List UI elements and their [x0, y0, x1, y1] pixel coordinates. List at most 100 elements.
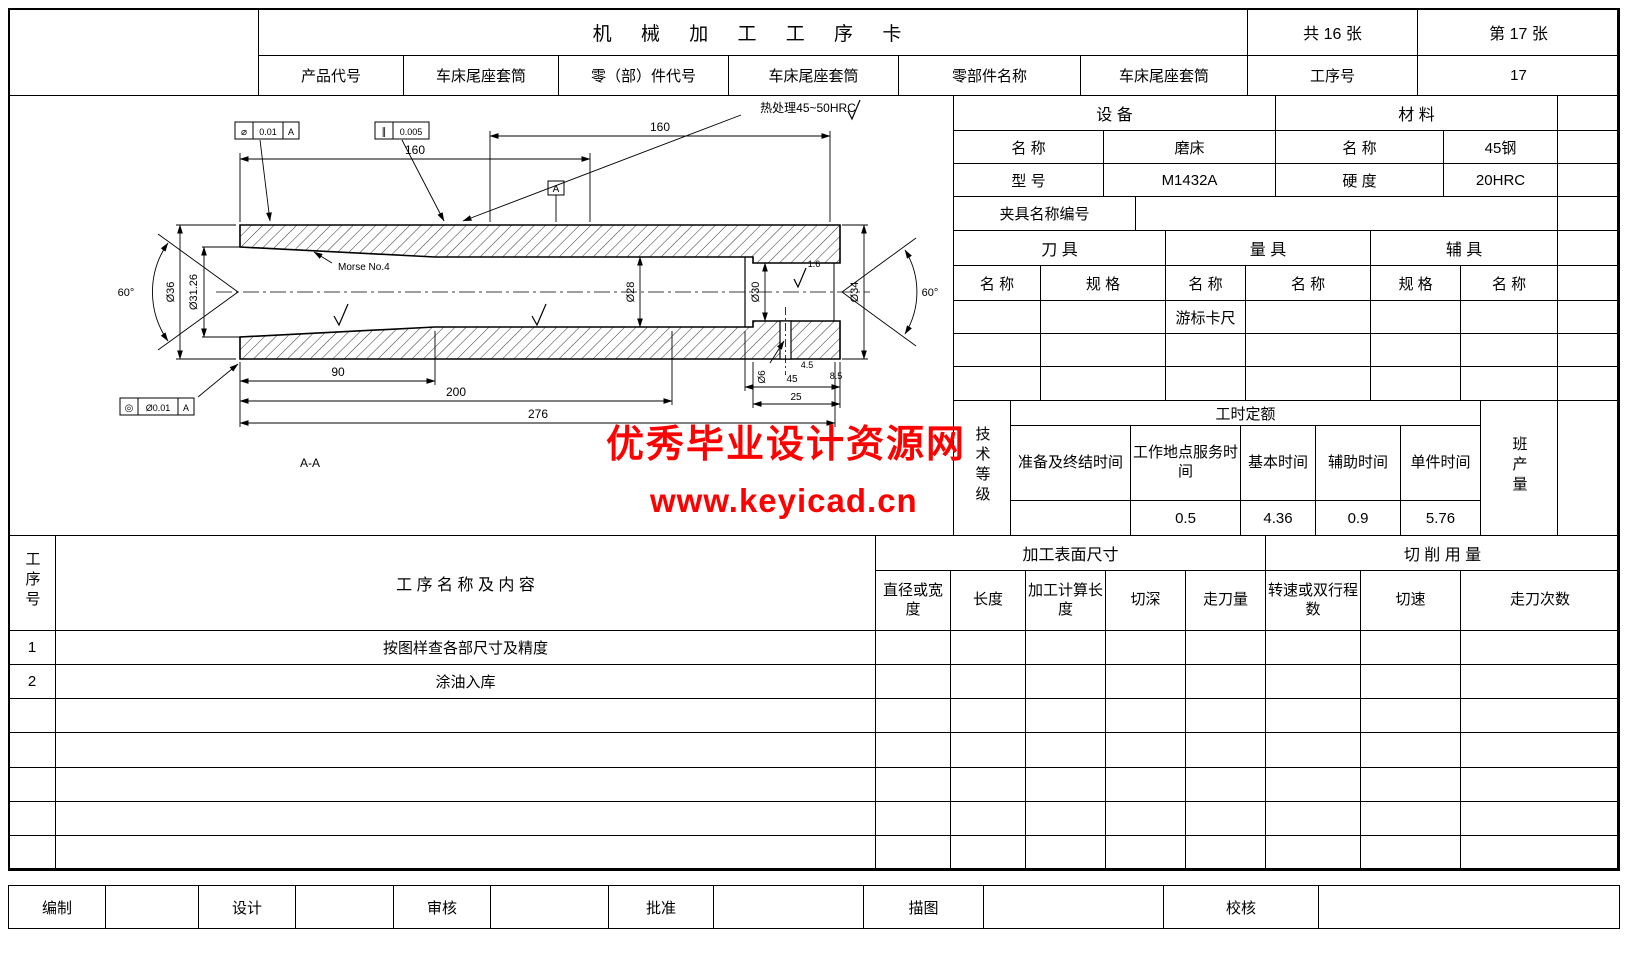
- process-cell: [1025, 835, 1106, 871]
- process-cell: [1459, 835, 1621, 871]
- part-code-label: 零（部）件代号: [558, 55, 729, 96]
- process-cell: [1025, 630, 1106, 665]
- cutting-amount-group-header: 切 削 用 量: [1264, 535, 1621, 571]
- product-code-value: 车床尾座套筒: [403, 55, 559, 96]
- datum-a-box: [547, 180, 565, 196]
- process-cell: [1105, 801, 1186, 836]
- tool-cell: [1460, 366, 1559, 401]
- process-col-header: 走刀次数: [1459, 570, 1621, 631]
- process-cell: [1185, 801, 1266, 836]
- process-row-no: 1: [8, 630, 56, 665]
- equipment-name-label: 名 称: [953, 130, 1104, 164]
- process-row-content: [55, 767, 876, 802]
- tool-cell: [953, 366, 1041, 401]
- tool-cell: [1370, 333, 1462, 367]
- process-row-content: [55, 698, 876, 733]
- process-cell: [875, 835, 951, 871]
- fixture-id-value: [1134, 196, 1559, 231]
- process-col-header: 切速: [1360, 570, 1461, 631]
- tool-col-header: 规 格: [1370, 265, 1462, 301]
- dim-200: 200: [446, 385, 466, 399]
- quota-value: [1010, 500, 1131, 536]
- footer-sign-cell: [105, 885, 199, 929]
- process-cell: [875, 732, 951, 768]
- tool-cell: [1039, 366, 1167, 401]
- tol3-symbol: ◎: [125, 403, 134, 414]
- angle-right: 60°: [922, 287, 939, 299]
- process-cell: [1360, 835, 1461, 871]
- process-row-content: 按图样查各部尺寸及精度: [55, 630, 876, 665]
- watermark-site-url: www.keyicad.cn: [650, 482, 918, 519]
- tech-level-label: 技术等级: [953, 400, 1011, 536]
- process-cell: [1459, 801, 1621, 836]
- margin-cell: [1557, 230, 1621, 266]
- dia-taper-large: Ø31.26: [188, 274, 200, 310]
- process-col-header: 加工计算长度: [1025, 570, 1106, 631]
- equipment-table: 设 备 材 料 名 称 磨床 名 称 45钢 型 号 M1432A 硬 度 20…: [952, 95, 1621, 231]
- time-quota-title: 工时定额: [1009, 400, 1482, 426]
- process-cell: [1185, 698, 1266, 733]
- footer-sign-cell: [1318, 885, 1620, 929]
- process-row-no: [8, 732, 56, 768]
- tol1-datum: A: [288, 127, 294, 137]
- equipment-model-value: M1432A: [1102, 163, 1277, 197]
- process-cell: [875, 801, 951, 836]
- process-row-no: [8, 835, 56, 871]
- process-cell: [1025, 732, 1106, 768]
- process-row-no: [8, 801, 56, 836]
- process-cell: [875, 767, 951, 802]
- process-no-header: 工序号: [8, 535, 56, 631]
- cone-angle-annotations: [152, 233, 918, 351]
- process-cell: [1459, 630, 1621, 665]
- dim-160-left: 160: [405, 143, 425, 157]
- process-no-label: 工序号: [1247, 55, 1418, 96]
- shift-output-text: 班产量: [1510, 436, 1528, 496]
- tool-cell: [1370, 366, 1462, 401]
- process-cell: [950, 664, 1026, 699]
- process-cell: [1025, 801, 1106, 836]
- process-cell: [1360, 664, 1461, 699]
- quota-col-header: 辅助时间: [1315, 425, 1401, 501]
- watermark-site-name: 优秀毕业设计资源网: [606, 424, 967, 466]
- part-name-value: 车床尾座套筒: [1080, 55, 1248, 96]
- drawing-labels: 160 160 热处理45~50HRC 90 200 276 45 25 4.5…: [118, 101, 939, 470]
- process-cell: [1185, 732, 1266, 768]
- header-blank-cell: [8, 8, 259, 96]
- process-cell: [1185, 835, 1266, 871]
- datum-a-label: A: [553, 184, 560, 195]
- process-cell: [1360, 732, 1461, 768]
- process-cell: [950, 801, 1026, 836]
- process-cell: [1025, 767, 1106, 802]
- margin-cell: [1557, 163, 1621, 197]
- margin-cell: [1557, 400, 1621, 536]
- process-row-no: 2: [8, 664, 56, 699]
- hardness-label: 硬 度: [1275, 163, 1445, 197]
- process-content-header: 工 序 名 称 及 内 容: [55, 535, 876, 631]
- footer-sign-cell: [295, 885, 394, 929]
- process-row-content: 涂油入库: [55, 664, 876, 699]
- tolerance-frames: [119, 121, 565, 416]
- quota-table: 技术等级 工时定额 班产量 准备及终结时间 工作地点服务时间 基本时间 辅助时间…: [953, 400, 1621, 536]
- process-no-value: 17: [1417, 55, 1620, 96]
- top-wall: [239, 224, 841, 264]
- tech-level-text: 技术等级: [973, 426, 991, 506]
- process-cell: [875, 664, 951, 699]
- dia-bore-right: Ø30: [750, 282, 762, 303]
- footer-sign-cell: [713, 885, 864, 929]
- equipment-name-value: 磨床: [1102, 130, 1277, 164]
- process-col-header: 直径或宽度: [875, 570, 951, 631]
- aux-group-title: 辅 具: [1370, 230, 1559, 266]
- margin-cell: [1557, 130, 1621, 164]
- margin-cell: [1557, 95, 1621, 131]
- dia-outer-right: Ø34: [849, 282, 861, 303]
- hardness-value: 20HRC: [1443, 163, 1559, 197]
- morse-taper-label: Morse No.4: [338, 262, 390, 273]
- footer-sign-cell: [490, 885, 609, 929]
- technical-drawing: 160 160 热处理45~50HRC 90 200 276 45 25 4.5…: [118, 99, 939, 470]
- tol3-value: Ø0.01: [146, 403, 171, 413]
- quota-col-header: 单件时间: [1399, 425, 1482, 501]
- process-cell: [1459, 767, 1621, 802]
- footer-label-reviewed: 审核: [393, 885, 491, 929]
- quota-value: 4.36: [1240, 500, 1316, 536]
- process-cell: [1185, 767, 1266, 802]
